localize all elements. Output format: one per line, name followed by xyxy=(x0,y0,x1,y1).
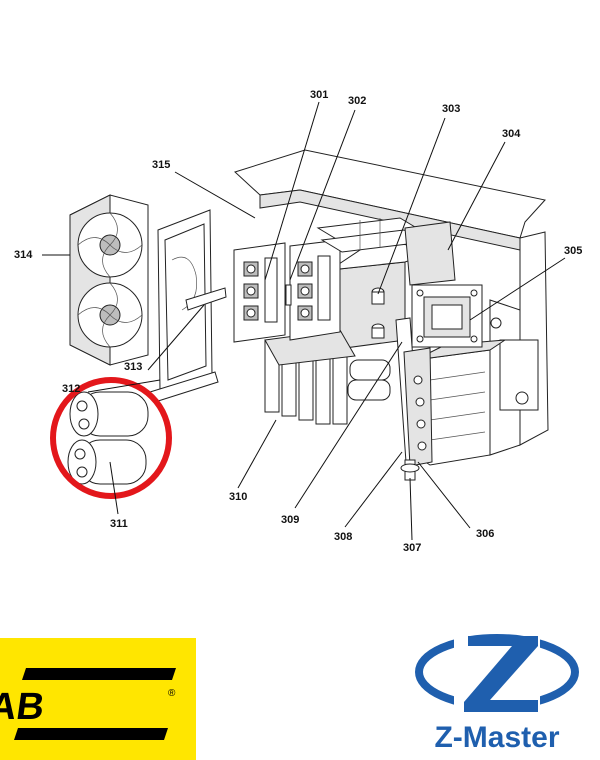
standoffs xyxy=(285,284,385,339)
transformer xyxy=(411,284,483,348)
callout-labels: 301 302 303 304 305 306 307 308 309 310 … xyxy=(14,89,582,554)
callout-307: 307 xyxy=(403,542,421,554)
esab-logo-stripes xyxy=(14,668,176,740)
callout-315: 315 xyxy=(152,159,170,171)
igbt-module-left xyxy=(233,242,286,343)
highlight-ring xyxy=(50,377,172,499)
leader-lines xyxy=(42,101,566,541)
heatsink-fins xyxy=(264,329,356,425)
callout-305: 305 xyxy=(564,245,582,257)
zmaster-z-mark xyxy=(464,636,538,712)
esab-logo: ESAB ® xyxy=(0,638,196,760)
callout-309: 309 xyxy=(281,514,299,526)
bus-bars xyxy=(316,217,456,286)
esab-logo-text: ESAB xyxy=(0,685,47,728)
callout-312: 312 xyxy=(62,383,80,395)
callout-302: 302 xyxy=(348,95,366,107)
callout-314: 314 xyxy=(14,249,33,261)
zmaster-logo: Z-Master xyxy=(415,634,579,754)
callout-311: 311 xyxy=(110,518,128,530)
zmaster-logo-text: Z-Master xyxy=(434,721,559,754)
output-cables xyxy=(347,359,391,401)
callout-304: 304 xyxy=(502,128,521,140)
callout-301: 301 xyxy=(310,89,328,101)
cooling-fan xyxy=(69,194,149,366)
callout-306: 306 xyxy=(476,528,494,540)
callout-313: 313 xyxy=(124,361,142,373)
igbt-module-right xyxy=(289,239,341,341)
capacitors xyxy=(67,391,149,485)
callout-308: 308 xyxy=(334,531,352,543)
fan-shroud xyxy=(149,209,227,403)
callout-303: 303 xyxy=(442,103,460,115)
callout-310: 310 xyxy=(229,491,247,503)
output-terminal-bar xyxy=(395,317,433,481)
esab-registered-mark: ® xyxy=(168,688,176,699)
